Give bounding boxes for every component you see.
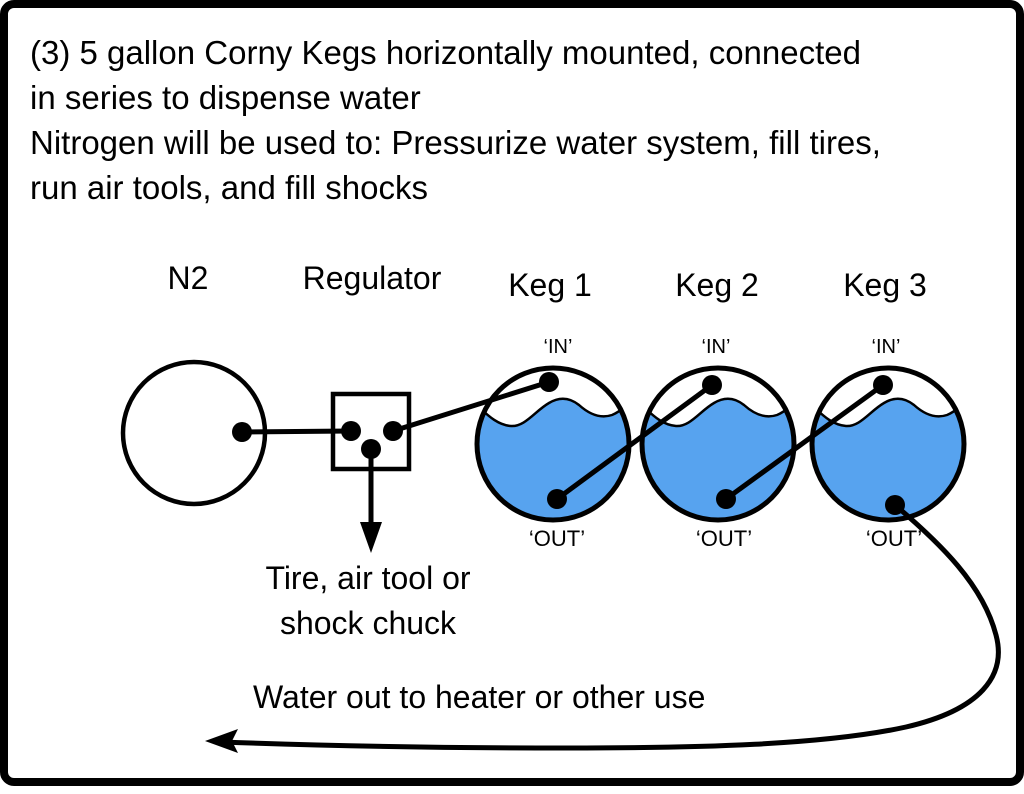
system-diagram — [120, 359, 1001, 753]
line-keg2-out-to-keg3-in — [724, 382, 885, 502]
keg-3-outline — [809, 365, 967, 523]
water-out-curve — [221, 503, 1001, 751]
keg-3-label: Keg 3 — [843, 267, 927, 303]
keg-1-out-label: ‘OUT’ — [528, 526, 586, 551]
keg-2-out-dot — [716, 489, 736, 509]
slide-title: (3) 5 gallon Corny Kegs horizontally mou… — [30, 34, 881, 206]
keg-2-in-dot — [702, 375, 722, 395]
line-regulator-to-keg1-in — [392, 379, 550, 434]
keg-2-outline — [639, 365, 797, 523]
line-n2-to-regulator — [241, 428, 352, 435]
regulator-out-dot — [383, 421, 403, 441]
keg-3-out-dot — [885, 495, 905, 515]
tire-chuck-label: Tire, air tool or shock chuck — [265, 560, 471, 641]
keg-1 — [474, 365, 632, 523]
keg-1-in-dot — [539, 372, 559, 392]
keg-1-out-dot — [547, 489, 567, 509]
keg-2-label: Keg 2 — [675, 267, 759, 303]
regulator-label: Regulator — [302, 260, 442, 296]
keg-3-in-label: ‘IN’ — [871, 336, 901, 358]
down-arrowhead-icon — [360, 522, 382, 553]
line-keg1-out-to-keg2-in — [555, 382, 714, 502]
keg-3-in-dot — [873, 375, 893, 395]
water-out-label: Water out to heater or other use — [253, 679, 706, 715]
keg-2-out-label: ‘OUT’ — [695, 526, 753, 551]
keg-1-label: Keg 1 — [508, 267, 592, 303]
n2-label: N2 — [167, 260, 209, 296]
regulator-in-dot — [341, 421, 361, 441]
left-arrowhead-icon — [205, 729, 238, 753]
n2-outlet-dot — [232, 422, 252, 442]
keg-1-in-label: ‘IN’ — [543, 336, 573, 358]
keg-3-out-label: ‘OUT’ — [865, 526, 923, 551]
regulator-chuck-dot — [361, 439, 381, 459]
keg-2-in-label: ‘IN’ — [701, 336, 731, 358]
